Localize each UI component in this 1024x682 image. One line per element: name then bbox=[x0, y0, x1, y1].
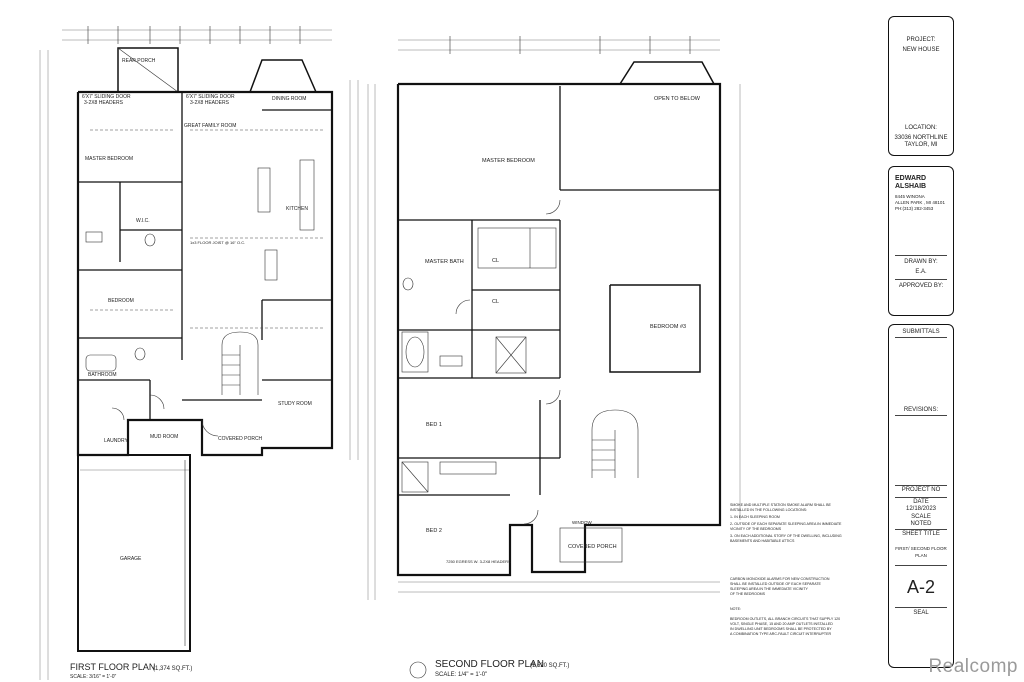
garage-label: GARAGE bbox=[120, 556, 142, 562]
svg-text:SLEEPING AREA IN THE IMMEDIATE: SLEEPING AREA IN THE IMMEDIATE VICINITY bbox=[730, 587, 809, 591]
designer-name-1: EDWARD bbox=[895, 175, 927, 182]
title-block-sheet: SUBMITTALS REVISIONS: PROJECT NO DATE 12… bbox=[888, 324, 954, 668]
slider-note-2: 6'X7' SLIDING DOOR bbox=[186, 94, 235, 100]
wic-label: W.I.C. bbox=[136, 218, 150, 224]
svg-text:CARBON MONOXIDE ALARMS FOR NEW: CARBON MONOXIDE ALARMS FOR NEW CONSTRUCT… bbox=[730, 577, 830, 581]
date-label: DATE bbox=[913, 499, 929, 505]
first-floor-area: (1,374 SQ.FT.) bbox=[153, 666, 192, 672]
second-floor-plan bbox=[367, 36, 741, 600]
svg-text:2- OUTSIDE OF EACH SEPARATE SL: 2- OUTSIDE OF EACH SEPARATE SLEEPING ARE… bbox=[730, 522, 842, 526]
date-value: 12/18/2023 bbox=[905, 506, 937, 512]
first-bathroom-label: BATHROOM bbox=[88, 372, 117, 378]
svg-text:A COMBINATION TYPE ARC-FAULT C: A COMBINATION TYPE ARC-FAULT CIRCUIT INT… bbox=[730, 632, 832, 636]
first-covered-porch-label: COVERED PORCH bbox=[218, 436, 263, 442]
sheet-title-label: SHEET TITLE bbox=[902, 531, 940, 537]
svg-text:SHALL BE INSTALLED OUTSIDE OF: SHALL BE INSTALLED OUTSIDE OF EACH SEPAR… bbox=[730, 582, 822, 586]
kitchen-label: KITCHEN bbox=[286, 206, 308, 212]
divider bbox=[895, 529, 947, 530]
project-no-label: PROJECT NO bbox=[901, 487, 941, 493]
revisions-label: REVISIONS: bbox=[903, 407, 939, 413]
first-floor-title: FIRST FLOOR PLAN bbox=[70, 662, 155, 672]
approved-by-label: APPROVED BY: bbox=[898, 283, 944, 289]
mud-room-label: MUD ROOM bbox=[150, 434, 178, 440]
great-family-room-label: GREAT FAMILY ROOM bbox=[184, 123, 236, 129]
rear-porch-label: REAR PORCH bbox=[122, 58, 156, 64]
dining-room-label: DINING ROOM bbox=[272, 96, 306, 102]
first-floor-scale: SCALE: 3/16" = 1'-0" bbox=[70, 674, 117, 680]
bed-1-label: BED 1 bbox=[426, 422, 442, 428]
designer-name-2: ALSHAIB bbox=[895, 183, 927, 190]
second-floor-scale: SCALE: 1/4" = 1'-0" bbox=[435, 672, 487, 678]
closet-label-1: CL bbox=[492, 258, 499, 264]
laundry-label: LAUNDRY bbox=[104, 438, 128, 444]
second-floor-area: (1,620 SQ.FT.) bbox=[530, 663, 569, 669]
submittals-label: SUBMITTALS bbox=[902, 329, 940, 335]
second-covered-porch-label: COVERED PORCH bbox=[568, 544, 617, 550]
svg-text:SMOKE AND MULTIPLE STATION SMO: SMOKE AND MULTIPLE STATION SMOKE ALARM S… bbox=[730, 503, 832, 507]
seal-label: SEAL bbox=[913, 610, 929, 616]
divider bbox=[895, 337, 947, 338]
divider bbox=[895, 607, 947, 608]
svg-text:1- IN EACH SLEEPING ROOM: 1- IN EACH SLEEPING ROOM bbox=[730, 515, 780, 519]
scale-label: SCALE bbox=[911, 514, 931, 520]
divider bbox=[895, 485, 947, 486]
svg-text:BEDROOM OUTLETS, ALL BRANCH CI: BEDROOM OUTLETS, ALL BRANCH CIRCUITS THA… bbox=[730, 617, 840, 621]
open-to-below-label: OPEN TO BELOW bbox=[654, 96, 701, 102]
first-master-bedroom-label: MASTER BEDROOM bbox=[85, 156, 133, 162]
scale-value: NOTED bbox=[910, 521, 932, 527]
location-line-2: TAYLOR, MI bbox=[904, 142, 938, 148]
divider bbox=[895, 255, 947, 256]
first-bedroom-label: BEDROOM bbox=[108, 298, 134, 304]
master-bath-label: MASTER BATH bbox=[425, 259, 464, 265]
designer-address-1: 8445 WINONA bbox=[895, 194, 925, 199]
title-block-designer: EDWARD ALSHAIB 8445 WINONA ALLEN PARK , … bbox=[888, 166, 954, 316]
header-note-1: 3-2X8 HEADERS bbox=[84, 100, 124, 106]
closet-label-2: CL bbox=[492, 299, 499, 305]
divider bbox=[895, 279, 947, 280]
svg-text:IN DWELLING UNIT BEDROOMS SHAL: IN DWELLING UNIT BEDROOMS SHALL BE PROTE… bbox=[730, 627, 832, 631]
svg-text:OF THE BEDROOMS: OF THE BEDROOMS bbox=[730, 592, 766, 596]
bed-2-label: BED 2 bbox=[426, 528, 442, 534]
ceiling-note: 1x3 FLOOR JOIST @ 16" O.C. bbox=[190, 240, 245, 245]
realcomp-watermark: Realcomp bbox=[928, 656, 1018, 677]
designer-phone: PH:(313) 282-3453 bbox=[895, 206, 934, 211]
svg-text:VOLT, SINGLE PHASE, 15 AND 20: VOLT, SINGLE PHASE, 15 AND 20 AMP OUTLET… bbox=[730, 622, 833, 626]
svg-text:VICINITY OF THE BEDROOMS: VICINITY OF THE BEDROOMS bbox=[730, 527, 782, 531]
svg-text:3- ON EACH ADDITIONAL STORY OF: 3- ON EACH ADDITIONAL STORY OF THE DWELL… bbox=[730, 534, 842, 538]
location-line-1: 33036 NORTHLINE bbox=[894, 135, 948, 141]
designer-address-2: ALLEN PARK , MI 48101 bbox=[895, 200, 945, 205]
second-floor-title: SECOND FLOOR PLAN bbox=[435, 659, 544, 670]
master-bedroom-label: MASTER BEDROOM bbox=[482, 158, 535, 164]
drawn-by-label: DRAWN BY: bbox=[904, 259, 938, 265]
location-label: LOCATION: bbox=[905, 125, 937, 131]
first-floor-plan bbox=[39, 26, 359, 680]
project-label: PROJECT: bbox=[906, 37, 936, 43]
project-name: NEW HOUSE bbox=[902, 47, 940, 53]
notes-block: SMOKE AND MULTIPLE STATION SMOKE ALARM S… bbox=[730, 503, 842, 636]
divider bbox=[895, 415, 947, 416]
window-label: WINDOW bbox=[572, 520, 592, 525]
slider-note-1: 6'X7' SLIDING DOOR bbox=[82, 94, 131, 100]
header-note-2: 3-2X8 HEADERS bbox=[190, 100, 230, 106]
svg-text:BASEMENTS AND HABITABLE ATTICS: BASEMENTS AND HABITABLE ATTICS bbox=[730, 539, 795, 543]
bedroom-3-label: BEDROOM #3 bbox=[650, 324, 686, 330]
title-block-project: PROJECT: NEW HOUSE LOCATION: 33036 NORTH… bbox=[888, 16, 954, 156]
drawn-by-value: E.A. bbox=[915, 269, 927, 275]
divider bbox=[895, 565, 947, 566]
egress-header-note: 7250 EGRESS W. 3-2X8 HEADERS bbox=[446, 559, 511, 564]
sheet-number: A-2 bbox=[906, 577, 935, 597]
svg-text:NOTE:: NOTE: bbox=[730, 607, 741, 611]
study-room-label: STUDY ROOM bbox=[278, 401, 312, 407]
svg-text:INSTALLED IN THE FOLLOWING LOC: INSTALLED IN THE FOLLOWING LOCATIONS: bbox=[730, 508, 807, 512]
section-marker-icon bbox=[409, 661, 427, 679]
sheet-title: FIRST/ SECOND FLOOR PLAN bbox=[895, 546, 947, 558]
divider bbox=[895, 497, 947, 498]
